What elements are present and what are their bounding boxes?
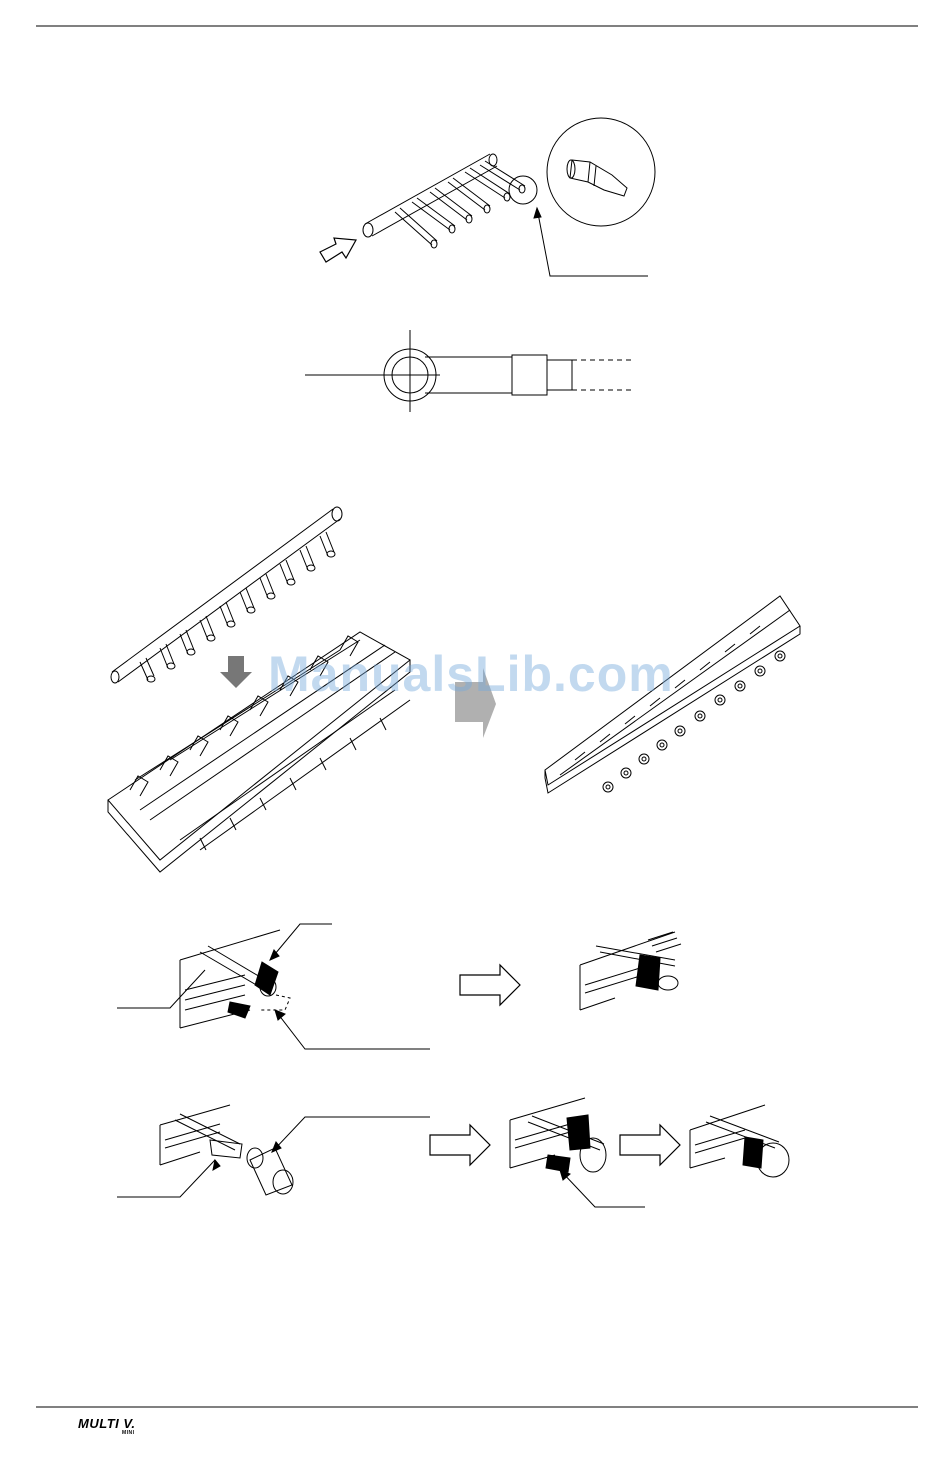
outline-arrow-icon [620, 1125, 680, 1165]
outline-arrow-icon [430, 1125, 490, 1165]
pipe-section-figure [305, 330, 635, 412]
header-pipe-figure [363, 118, 655, 276]
magnifier-circle-icon [547, 118, 655, 226]
outline-arrow-icon [320, 238, 356, 262]
outline-arrow-icon [460, 965, 520, 1005]
footer-logo-sub: MINI [122, 1430, 135, 1436]
watermark: ManualsLib.com [268, 645, 674, 703]
footer-logo: MULTI V. [78, 1416, 135, 1431]
down-arrow-icon [220, 656, 252, 688]
tape-wrap-figure [117, 924, 681, 1049]
